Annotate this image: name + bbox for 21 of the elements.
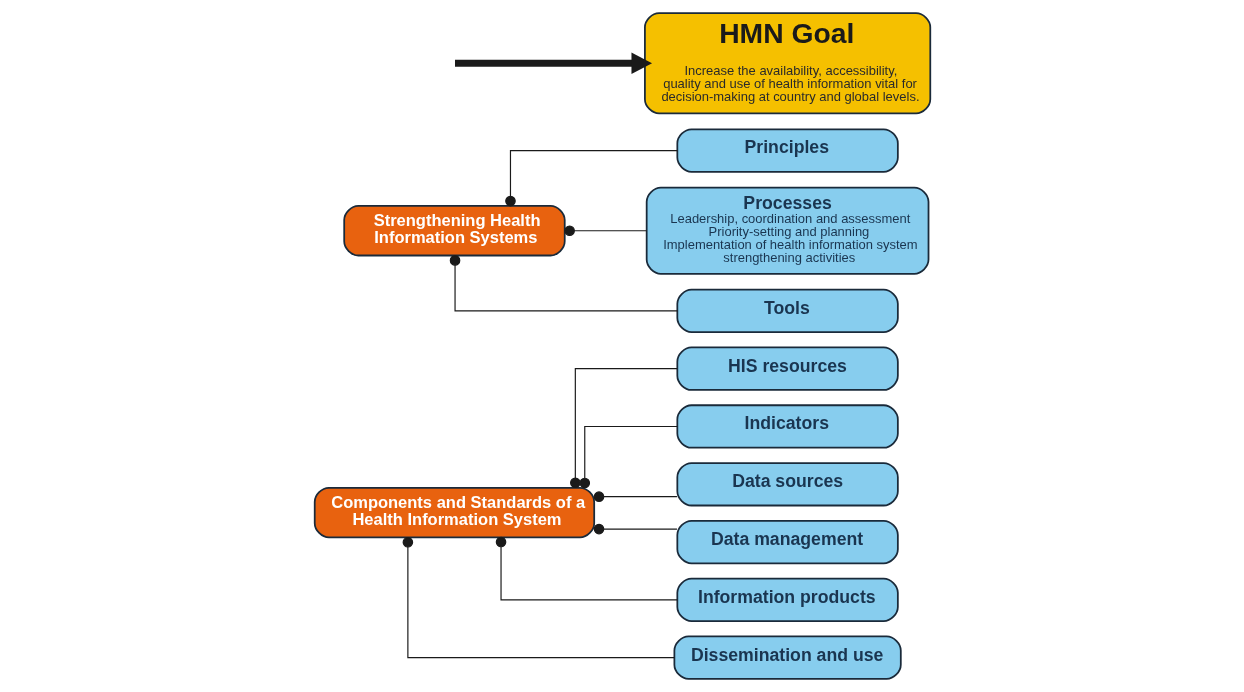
node-box: Data management [675, 519, 899, 565]
connector [569, 368, 678, 489]
node-box: Data sources [675, 462, 899, 507]
connector [449, 255, 678, 312]
connector [402, 536, 675, 659]
node-box: HMN Goal Increase the availability, accessibility, quality and use of health information vital for decision-making at country and global levels. [643, 12, 931, 115]
connector [495, 536, 678, 601]
node-box: Information products [675, 577, 899, 622]
node-box: Indicators [675, 404, 899, 449]
connector [578, 425, 678, 489]
connector [563, 225, 647, 237]
node-box: Strengthening Health Information Systems [342, 205, 566, 257]
connector [504, 149, 678, 207]
node-box: HIS resources [675, 346, 899, 391]
node-box: Tools [675, 288, 899, 334]
connector [593, 523, 678, 535]
node-box: Principles [675, 128, 899, 173]
connector [593, 491, 678, 502]
node-box: Components and Standards of a Health Information System [313, 486, 595, 539]
node-box: Processes Leadership, coordination and assessment Priority-setting and planning Implementation of health information system strengthening activities [645, 186, 929, 275]
node-box: Dissemination and use [673, 635, 902, 680]
